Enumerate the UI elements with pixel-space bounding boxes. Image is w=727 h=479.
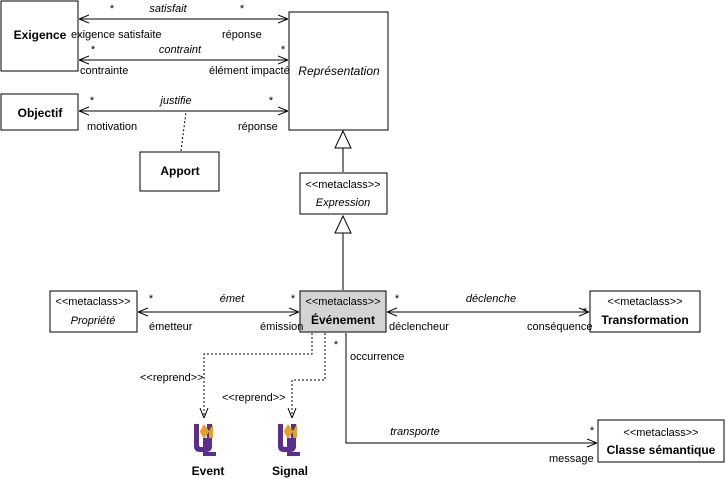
uml-logo-icon — [194, 424, 216, 456]
association-transporte-name: transporte — [390, 426, 440, 438]
association-emet-left-role: émetteur — [149, 321, 193, 333]
class-expression[interactable]: <<metaclass>> Expression — [299, 172, 388, 215]
association-contraint[interactable]: contraint * * contrainte élément impacté — [79, 44, 290, 77]
association-justifie-name: justifie — [158, 95, 191, 107]
association-justifie-right-mult: * — [269, 95, 274, 107]
uml-element-event-name: Event — [192, 464, 225, 478]
association-satisfait[interactable]: satisfait * * exigence satisfaite répons… — [71, 3, 288, 41]
class-propriete[interactable]: <<metaclass>> Propriété — [49, 290, 138, 333]
association-justifie-left-role: motivation — [87, 121, 137, 133]
class-classe-semantique[interactable]: <<metaclass>> Classe sémantique — [597, 419, 725, 463]
association-transporte-source-mult: * — [334, 339, 339, 351]
association-emet-name: émet — [220, 293, 245, 305]
association-contraint-left-mult: * — [91, 44, 96, 56]
association-contraint-name: contraint — [159, 44, 202, 56]
dependency-reprend-event[interactable]: <<reprend>> — [140, 333, 313, 418]
uml-logo-icon — [278, 424, 300, 456]
association-emet[interactable]: émet * * émetteur émission — [138, 293, 303, 333]
class-apport[interactable]: Apport — [139, 151, 220, 192]
class-transformation-name: Transformation — [601, 313, 688, 327]
association-transporte-target-role: message — [549, 453, 594, 465]
class-propriete-name: Propriété — [71, 315, 116, 327]
class-expression-name: Expression — [316, 197, 370, 209]
uml-element-signal-name: Signal — [272, 464, 308, 478]
association-satisfait-left-mult: * — [110, 3, 115, 15]
association-satisfait-left-role: exigence satisfaite — [71, 29, 162, 41]
class-classe-semantique-stereotype: <<metaclass>> — [623, 427, 698, 439]
uml-element-event[interactable]: Event — [192, 424, 225, 478]
class-evenement-name: Événement — [311, 312, 375, 327]
association-declenche-left-mult: * — [395, 293, 400, 305]
association-declenche[interactable]: déclenche * * déclencheur conséquence — [387, 293, 592, 333]
association-justifie-right-role: réponse — [238, 121, 278, 133]
class-classe-semantique-name: Classe sémantique — [607, 443, 716, 457]
uml-element-signal[interactable]: Signal — [272, 424, 308, 478]
association-justifie[interactable]: justifie * * motivation réponse — [79, 95, 288, 133]
class-expression-stereotype: <<metaclass>> — [305, 179, 380, 191]
class-transformation-stereotype: <<metaclass>> — [607, 296, 682, 308]
association-satisfait-right-mult: * — [240, 3, 245, 15]
association-transporte-source-role: occurrence — [350, 351, 404, 363]
dependency-reprend-signal[interactable]: <<reprend>> — [222, 333, 326, 418]
class-objectif[interactable]: Objectif — [0, 93, 79, 131]
association-declenche-right-mult: * — [583, 306, 588, 318]
class-exigence-name: Exigence — [14, 28, 67, 42]
class-exigence[interactable]: Exigence — [0, 0, 79, 72]
association-satisfait-name: satisfait — [149, 3, 187, 15]
association-transporte-target-mult: * — [590, 425, 595, 437]
dependency-reprend-signal-label: <<reprend>> — [222, 392, 286, 404]
association-emet-right-mult: * — [291, 293, 296, 305]
association-emet-left-mult: * — [149, 293, 154, 305]
generalization-evenement-expression — [334, 214, 352, 290]
class-evenement[interactable]: <<metaclass>> Événement — [299, 290, 387, 333]
association-contraint-right-role: élément impacté — [209, 65, 290, 77]
class-representation[interactable]: Représentation — [288, 11, 389, 131]
class-transformation[interactable]: <<metaclass>> Transformation — [589, 290, 701, 333]
association-declenche-name: déclenche — [466, 293, 516, 305]
association-declenche-right-role: conséquence — [527, 321, 592, 333]
association-contraint-right-mult: * — [281, 44, 286, 56]
class-representation-name: Représentation — [298, 64, 380, 78]
dependency-reprend-event-label: <<reprend>> — [140, 372, 204, 384]
association-contraint-left-role: contrainte — [80, 65, 128, 77]
class-apport-name: Apport — [160, 164, 199, 178]
association-satisfait-right-role: réponse — [222, 29, 262, 41]
association-emet-right-role: émission — [260, 321, 303, 333]
class-evenement-stereotype: <<metaclass>> — [305, 296, 380, 308]
association-declenche-left-role: déclencheur — [389, 321, 449, 333]
association-justifie-left-mult: * — [90, 95, 95, 107]
class-propriete-stereotype: <<metaclass>> — [55, 296, 130, 308]
generalization-expression-representation — [334, 129, 352, 172]
association-class-link-apport — [180, 111, 187, 152]
association-transporte[interactable]: transporte * * occurrence message — [334, 333, 597, 465]
class-objectif-name: Objectif — [18, 106, 64, 120]
